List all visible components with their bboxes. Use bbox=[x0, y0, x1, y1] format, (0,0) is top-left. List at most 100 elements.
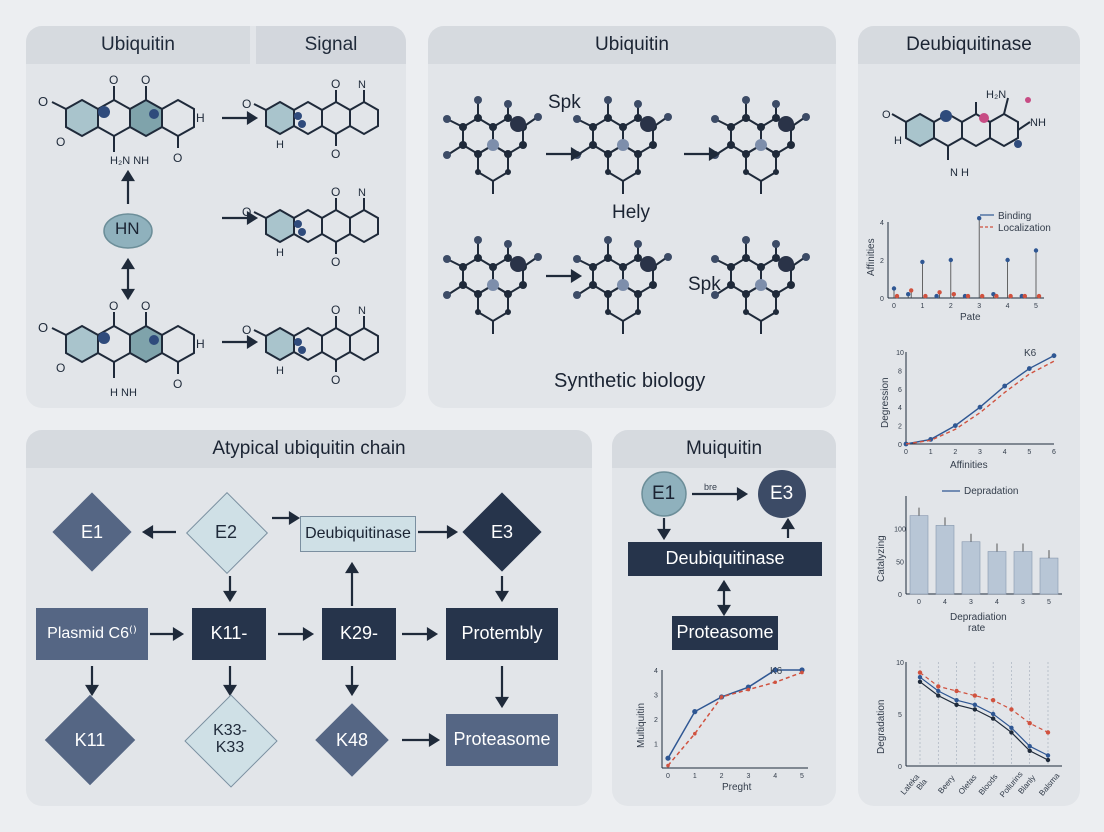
chain-arrows bbox=[85, 511, 509, 747]
chart3-xtick: 0 bbox=[917, 599, 921, 606]
chart4-point bbox=[1009, 725, 1014, 730]
chart2-xtick: 3 bbox=[978, 449, 982, 456]
chart1-point bbox=[980, 293, 985, 299]
chart4-point bbox=[1027, 744, 1032, 749]
chart4-point bbox=[936, 688, 941, 694]
chart2-xtick: 6 bbox=[1052, 449, 1056, 456]
chart3-xlabel-2: rate bbox=[968, 623, 986, 634]
chart0-point bbox=[772, 667, 778, 673]
chart1-point bbox=[937, 290, 942, 295]
chart1-xtick: 3 bbox=[977, 303, 981, 310]
chart3-xtick: 3 bbox=[969, 599, 973, 606]
chart1-xtick: 0 bbox=[892, 303, 896, 310]
muiquitin-proteasome: Proteasome bbox=[672, 616, 778, 650]
panel-molecular-signal: Ubiquitin Signal O O O O O bbox=[26, 26, 406, 408]
svg-text:H: H bbox=[894, 135, 902, 147]
chart3-xtick: 4 bbox=[943, 599, 947, 606]
chart4-point bbox=[990, 711, 996, 717]
molecule-ball-6 bbox=[710, 235, 811, 335]
chart4-point bbox=[936, 693, 941, 698]
chart3-ytick: 50 bbox=[896, 559, 904, 566]
muiquitin-arrow-label: bre bbox=[704, 482, 718, 492]
chart1-point bbox=[965, 293, 971, 299]
chart4-point bbox=[954, 698, 959, 703]
node-k33-label: K33- K33 bbox=[213, 722, 247, 756]
node-k11-label: K11 bbox=[74, 729, 106, 750]
panel-header: Ubiquitin bbox=[428, 26, 836, 64]
chart4-xtick: Beery bbox=[936, 773, 957, 796]
chart0-xtick: 0 bbox=[666, 773, 670, 780]
chart3-bar bbox=[935, 525, 955, 595]
svg-text:N H: N H bbox=[950, 167, 969, 179]
chart4-point bbox=[990, 716, 996, 721]
chart0-point bbox=[719, 695, 724, 699]
chart0-point bbox=[773, 680, 777, 685]
chart0-series-line bbox=[667, 671, 803, 767]
chart1-xtick: 4 bbox=[1006, 303, 1010, 310]
chart2-ytick: 8 bbox=[898, 368, 902, 375]
chart1-legend-binding: Binding bbox=[998, 211, 1032, 222]
svg-text:O: O bbox=[882, 109, 891, 121]
chart0-xtick: 3 bbox=[746, 773, 750, 780]
chart4-xtick: Bloods bbox=[976, 772, 1000, 797]
panel-title-deubiquitinase: Deubiquitinase bbox=[906, 34, 1032, 55]
molecule-ball-4 bbox=[442, 235, 543, 335]
chart1-point bbox=[906, 292, 911, 297]
molecule-middle-right bbox=[241, 184, 379, 270]
chart0-xtick: 2 bbox=[720, 773, 724, 780]
chart4-ytick: 10 bbox=[896, 660, 904, 667]
node-protembly: Protembly bbox=[446, 608, 558, 660]
chart4-point bbox=[954, 702, 959, 707]
chart2-xtick: 4 bbox=[1003, 449, 1007, 456]
label-spk-bottom: Spk bbox=[688, 274, 721, 295]
muiquitin-flow-arrows bbox=[641, 470, 806, 617]
chart1-point bbox=[891, 286, 897, 291]
chart2-point bbox=[1026, 366, 1032, 371]
chart4-point bbox=[1027, 721, 1032, 726]
chart1-xtick: 1 bbox=[920, 303, 924, 310]
panel-atypical-chain: Atypical ubiquitin chain E1 E2 Deubiquit… bbox=[26, 430, 592, 806]
node-proteasome: Proteasome bbox=[446, 714, 558, 766]
chart4-point bbox=[1045, 730, 1051, 735]
chart4-series-line bbox=[919, 681, 1049, 761]
chart0-point bbox=[800, 670, 804, 675]
node-k48-label: K48 bbox=[335, 729, 369, 750]
chart4-point bbox=[1045, 753, 1051, 758]
chart4-point bbox=[972, 702, 978, 707]
panel-header: Atypical ubiquitin chain bbox=[26, 430, 592, 468]
chart3-xlabel-1: Depradiation bbox=[950, 612, 1007, 623]
molecule-top-right bbox=[241, 76, 379, 162]
muiquitin-e1-label: E1 bbox=[652, 483, 676, 504]
chart4-point bbox=[936, 684, 941, 689]
panel-header: Deubiquitinase bbox=[858, 26, 1080, 64]
panel-title-atypical-chain: Atypical ubiquitin chain bbox=[212, 438, 406, 459]
chart0-ytick: 4 bbox=[654, 668, 658, 675]
chart2-xtick: 1 bbox=[929, 449, 933, 456]
chart0-series-line bbox=[667, 669, 802, 759]
panel-title-muiquitin: Muiquitin bbox=[685, 438, 763, 459]
muiquitin-deubiquitinase: Deubiquitinase bbox=[628, 542, 822, 576]
chart4-ylabel: Degradation bbox=[876, 699, 887, 754]
hn-node-label: HN bbox=[115, 219, 140, 238]
chart1-xtick: 5 bbox=[1034, 303, 1038, 310]
chart3-ytick: 100 bbox=[894, 527, 906, 534]
chart1-point bbox=[1036, 293, 1042, 299]
panel-header-right: Signal bbox=[256, 26, 406, 64]
molecule-bottom-right bbox=[241, 302, 379, 388]
hn-node bbox=[103, 213, 153, 249]
chart4-point bbox=[954, 688, 959, 694]
chart4-xtick: Oletas bbox=[956, 772, 979, 797]
chart3-xtick: 4 bbox=[995, 599, 999, 606]
molecule-ball-1 bbox=[442, 95, 543, 195]
chart1-point bbox=[1033, 248, 1039, 253]
chart4-xticks: Lateka Bla Beery Oletas Bloods Pollurins… bbox=[898, 770, 1068, 799]
chart2-series-label: K6 bbox=[1024, 348, 1037, 359]
chart3-xtick: 3 bbox=[1021, 599, 1025, 606]
chart4-point bbox=[917, 679, 923, 684]
molecule-ball-3 bbox=[710, 95, 811, 195]
panel-header-left: Ubiquitin bbox=[26, 26, 250, 64]
chart4-point bbox=[972, 693, 978, 698]
chart1-point bbox=[909, 288, 914, 293]
